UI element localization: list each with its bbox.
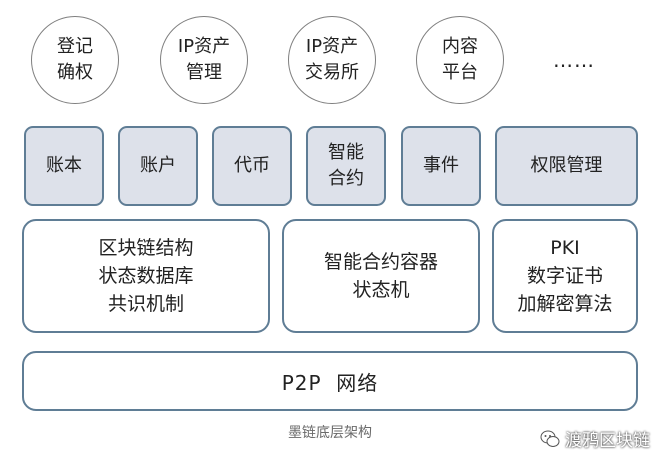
module-label: 权限管理 xyxy=(530,155,603,176)
core-pki: PKI 数字证书 加解密算法 xyxy=(492,219,638,333)
core-contract-container: 智能合约容器 状态机 xyxy=(282,219,480,333)
module-label: 代币 xyxy=(234,155,270,176)
network-label: P2P 网络 xyxy=(281,370,379,395)
app-circle-ip-exchange: IP资产 交易所 xyxy=(288,16,376,104)
core-label-line2: 状态数据库 xyxy=(98,265,194,287)
module-event: 事件 xyxy=(401,126,481,206)
app-circle-content-platform: 内容 平台 xyxy=(416,16,504,104)
app-circle-registration: 登记 确权 xyxy=(31,16,119,104)
app-label-line1: IP资产 xyxy=(305,36,359,57)
app-more-ellipsis: …… xyxy=(530,16,618,104)
core-blockchain-structure: 区块链结构 状态数据库 共识机制 xyxy=(22,219,270,333)
app-label-line2: 平台 xyxy=(442,62,478,83)
app-label-line1: 登记 xyxy=(57,36,93,57)
app-label-line2: 确权 xyxy=(57,62,93,83)
app-label-line1: 内容 xyxy=(442,36,478,57)
core-label-line2: 状态机 xyxy=(352,279,410,301)
core-label-line3: 共识机制 xyxy=(107,293,184,315)
core-label-line1: PKI xyxy=(550,237,580,259)
module-token: 代币 xyxy=(212,126,292,206)
app-label-line1: …… xyxy=(553,48,595,72)
module-ledger: 账本 xyxy=(24,126,104,206)
watermark-text: 渡鸦区块链 xyxy=(565,431,650,451)
wechat-icon xyxy=(540,430,560,447)
module-permission-management: 权限管理 xyxy=(495,126,638,206)
app-label-line2: 交易所 xyxy=(305,62,359,83)
module-label: 事件 xyxy=(423,155,459,176)
module-account: 账户 xyxy=(118,126,198,206)
app-label-line1: IP资产 xyxy=(177,36,231,57)
core-label-line1: 区块链结构 xyxy=(98,237,194,259)
watermark: 渡鸦区块链 xyxy=(540,426,650,451)
core-label-line3: 加解密算法 xyxy=(517,293,613,315)
module-label: 账本 xyxy=(46,155,82,176)
network-layer-p2p: P2P 网络 xyxy=(22,351,638,411)
module-label-line1: 智能 xyxy=(328,142,364,163)
module-smart-contract: 智能 合约 xyxy=(306,126,386,206)
app-circle-ip-asset-management: IP资产 管理 xyxy=(160,16,248,104)
core-label-line1: 智能合约容器 xyxy=(323,251,438,273)
diagram-caption: 墨链底层架构 xyxy=(288,425,372,441)
core-label-line2: 数字证书 xyxy=(526,265,603,287)
module-label: 账户 xyxy=(140,155,176,176)
module-label-line2: 合约 xyxy=(328,168,364,189)
app-label-line2: 管理 xyxy=(186,62,222,83)
